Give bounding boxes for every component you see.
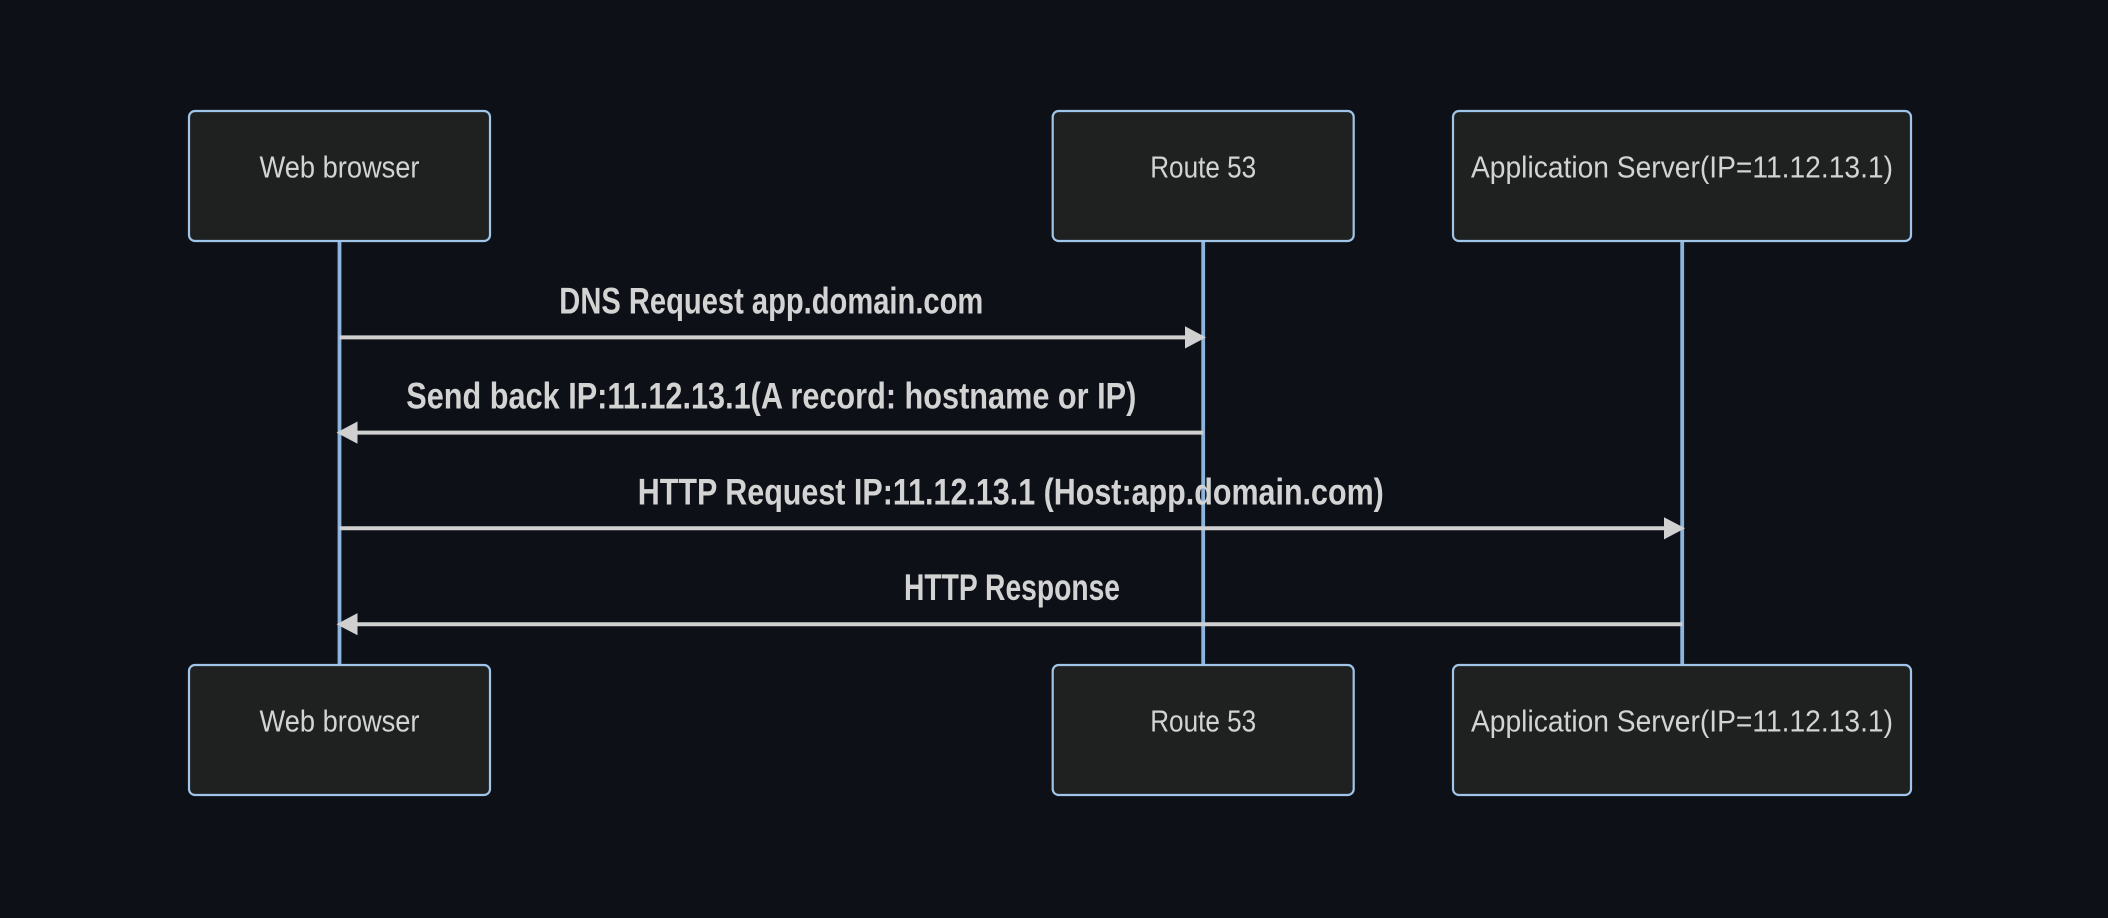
svg-text:Route 53: Route 53 <box>1150 704 1256 739</box>
svg-text:HTTP Response: HTTP Response <box>904 567 1120 608</box>
svg-text:Web browser: Web browser <box>260 150 420 185</box>
svg-text:Route 53: Route 53 <box>1150 150 1256 185</box>
svg-text:DNS Request app.domain.com: DNS Request app.domain.com <box>559 280 983 321</box>
svg-text:HTTP Request IP:11.12.13.1 (Ho: HTTP Request IP:11.12.13.1 (Host:app.dom… <box>638 471 1384 512</box>
svg-text:Application Server(IP=11.12.13: Application Server(IP=11.12.13.1) <box>1471 704 1893 739</box>
svg-text:Send back IP:11.12.13.1(A reco: Send back IP:11.12.13.1(A record: hostna… <box>406 376 1136 417</box>
svg-text:Application Server(IP=11.12.13: Application Server(IP=11.12.13.1) <box>1471 150 1893 185</box>
svg-text:Web browser: Web browser <box>260 704 420 739</box>
